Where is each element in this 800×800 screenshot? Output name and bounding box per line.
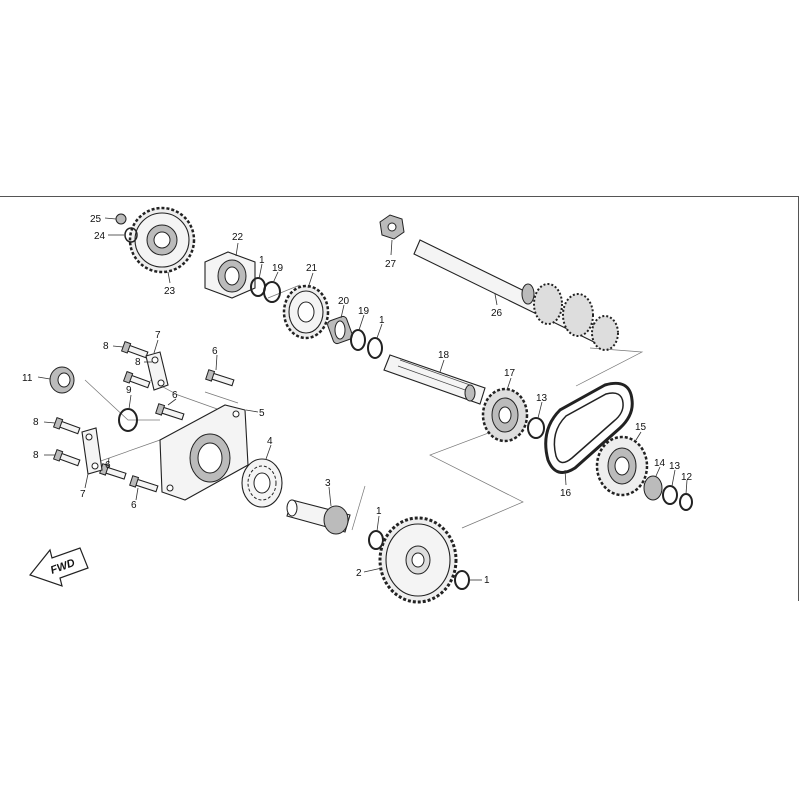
callout-15: 15	[635, 422, 647, 433]
callout-9: 9	[126, 385, 132, 396]
part-1-circlip-d	[454, 570, 470, 590]
leader-lines	[37, 217, 688, 581]
callout-8-lower: 8	[33, 417, 39, 428]
callout-7-top: 7	[155, 330, 161, 341]
part-26-main-shaft	[413, 239, 619, 351]
part-9-o-ring	[118, 408, 138, 432]
part-22-bearing-holder	[204, 251, 256, 299]
part-11-oil-seal	[49, 366, 75, 394]
part-19-washer-a	[263, 281, 281, 303]
part-18-splined-shaft	[383, 354, 486, 405]
part-14-bearing	[643, 475, 663, 501]
part-1-circlip-c	[368, 530, 384, 550]
callout-19-upper: 19	[272, 263, 284, 274]
part-19-washer-b	[350, 329, 366, 351]
callout-6-mid: 6	[172, 390, 178, 401]
callout-26: 26	[491, 308, 503, 319]
callout-19-lower: 19	[358, 306, 370, 317]
callout-14: 14	[654, 458, 666, 469]
part-5-housing	[159, 404, 249, 501]
assembly-guide-lines	[84, 284, 644, 531]
callout-1-upper-left: 1	[259, 255, 265, 266]
callout-25: 25	[90, 214, 102, 225]
part-20-needle-bearing	[327, 315, 353, 345]
callout-numbers: 25 24 23 22 1 19 21 20 19 1 27 26 18 17 …	[22, 214, 693, 586]
callout-6-top: 6	[212, 346, 218, 357]
callout-13-lower: 13	[669, 461, 681, 472]
part-1-circlip-b	[367, 337, 383, 359]
callout-1-lower: 1	[376, 506, 382, 517]
callout-1-mid: 1	[379, 315, 385, 326]
callout-8-upper: 8	[135, 357, 141, 368]
forward-direction-arrow: FWD	[28, 547, 89, 587]
callout-6-bottom: 6	[131, 500, 137, 511]
part-13-washer-b	[662, 485, 678, 505]
callout-8-bottom: 8	[33, 450, 39, 461]
callout-21: 21	[306, 263, 318, 274]
callout-20: 20	[338, 296, 350, 307]
callout-13-upper: 13	[536, 393, 548, 404]
callout-17: 17	[504, 368, 516, 379]
part-8-bolts	[52, 340, 151, 467]
callout-1-bottom: 1	[484, 575, 490, 586]
part-24-washer	[124, 227, 138, 243]
callout-4: 4	[267, 436, 273, 447]
callout-2: 2	[356, 568, 362, 579]
part-16-chain	[544, 381, 634, 474]
callout-18: 18	[438, 350, 450, 361]
callout-11: 11	[22, 373, 33, 384]
callout-23: 23	[164, 286, 176, 297]
diagram-frame	[0, 196, 799, 601]
part-27-nut	[379, 214, 405, 240]
part-17-gear	[481, 387, 529, 443]
part-4-ball-bearing	[241, 458, 283, 508]
callout-22: 22	[232, 232, 244, 243]
callout-7-bottom: 7	[80, 489, 86, 500]
part-21-gear	[282, 284, 330, 340]
part-15-sprocket	[595, 435, 649, 497]
part-2-large-gear	[378, 516, 458, 604]
callout-6-left: 6	[105, 460, 111, 471]
callout-12: 12	[681, 472, 693, 483]
callout-5: 5	[259, 408, 265, 419]
callout-24: 24	[94, 231, 106, 242]
callout-16: 16	[560, 488, 572, 499]
callout-3: 3	[325, 478, 331, 489]
part-25-nut	[115, 213, 127, 225]
part-7-bracket-a	[145, 351, 169, 391]
callout-27: 27	[385, 259, 397, 270]
part-12-circlip	[679, 493, 693, 511]
part-6-bolts	[99, 369, 235, 493]
callout-8-top: 8	[103, 341, 109, 352]
part-13-washer-a	[527, 417, 545, 439]
part-23-gear	[128, 206, 196, 274]
part-7-bracket-b	[81, 427, 103, 475]
part-3-shaft	[286, 499, 351, 535]
